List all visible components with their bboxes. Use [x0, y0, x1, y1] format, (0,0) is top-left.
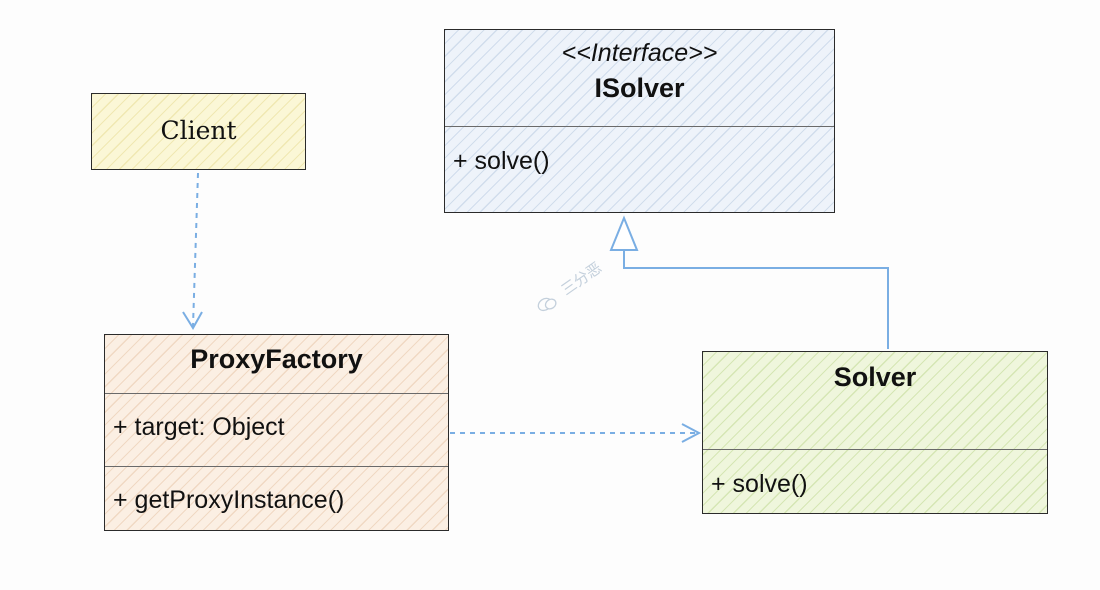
client-box: Client: [91, 93, 306, 170]
proxyfactory-methods: + getProxyInstance(): [105, 466, 448, 530]
client-name: Client: [160, 116, 237, 145]
solver-methods: + solve(): [703, 449, 1047, 513]
client-dependency-line: [192, 172, 199, 327]
proxyfactory-header: ProxyFactory: [105, 335, 448, 393]
interface-methods: + solve(): [445, 126, 834, 212]
proxyfactory-to-solver-dependency: [450, 423, 702, 443]
solver-box: Solver + solve(): [702, 351, 1048, 514]
solver-name: Solver: [833, 362, 917, 392]
client-to-proxyfactory-dependency: [182, 172, 203, 330]
interface-name: ISolver: [594, 73, 685, 103]
wechat-icon: [537, 297, 557, 312]
watermark: 三分恶: [532, 257, 606, 317]
proxyfactory-box: ProxyFactory + target: Object + getProxy…: [104, 334, 449, 531]
proxyfactory-fields: + target: Object: [105, 393, 448, 466]
interface-stereotype: <<Interface>>: [561, 39, 718, 67]
realization-line: [623, 250, 889, 349]
proxyfactory-field: + target: Object: [113, 413, 285, 441]
client-dependency-arrowhead: [182, 311, 203, 330]
solver-realizes-interface: [609, 215, 889, 349]
proxyfactory-name: ProxyFactory: [190, 344, 363, 374]
solver-header: Solver: [703, 352, 1047, 449]
proxyfactory-method: + getProxyInstance(): [113, 486, 345, 514]
interface-header: <<Interface>> ISolver: [445, 30, 834, 126]
watermark-text: 三分恶: [558, 259, 606, 300]
interface-method: + solve(): [453, 147, 550, 175]
proxy-dependency-arrowhead: [681, 423, 702, 443]
interface-isolver-box: <<Interface>> ISolver + solve(): [444, 29, 835, 213]
realization-triangle: [609, 215, 639, 251]
solver-method: + solve(): [711, 470, 808, 498]
